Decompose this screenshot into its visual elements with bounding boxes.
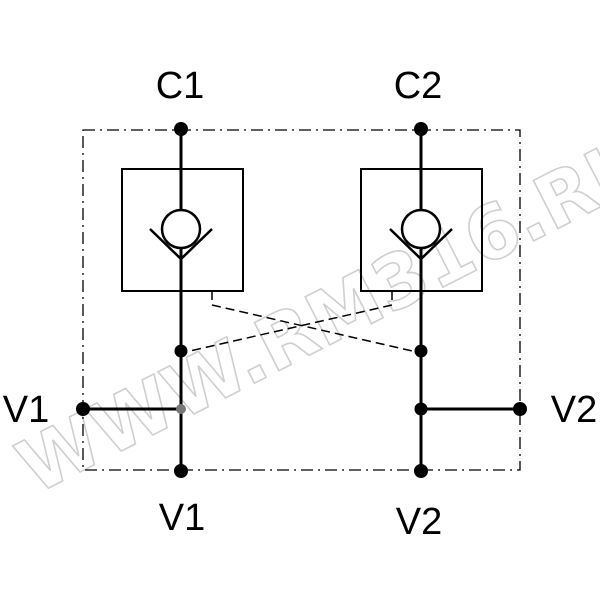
port-label-c1: C1 bbox=[156, 65, 205, 107]
port-label-c2: C2 bbox=[394, 65, 443, 107]
housing-boundary bbox=[82, 129, 521, 471]
check-valve-icon bbox=[149, 208, 213, 261]
watermark: WWW.RM316.RU bbox=[4, 118, 600, 511]
port-label-v2-bottom: V2 bbox=[396, 501, 442, 543]
pilot-lines bbox=[180, 291, 422, 354]
junction-dots bbox=[76, 122, 527, 478]
check-valve-icon bbox=[389, 208, 453, 261]
port-label-v2-right: V2 bbox=[551, 389, 597, 431]
port-label-v1-bottom: V1 bbox=[159, 497, 205, 539]
port-label-v1-left: V1 bbox=[3, 389, 49, 431]
